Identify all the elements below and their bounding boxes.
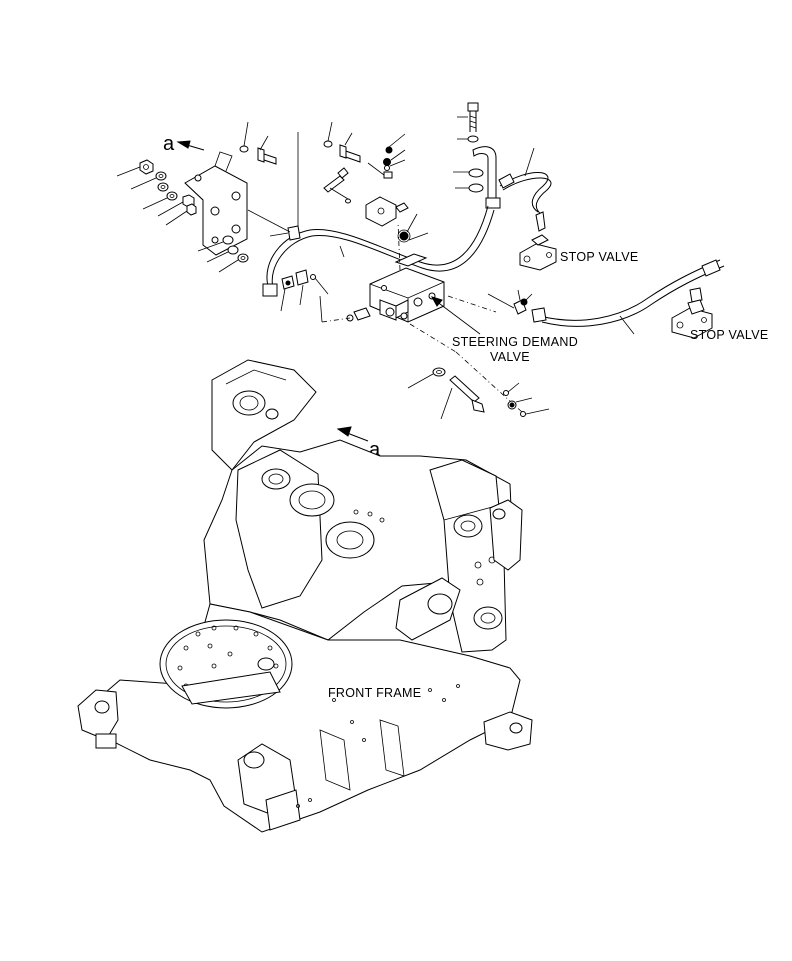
stop-valve-2: STOP VALVE — [671, 287, 769, 342]
bracket-hardware-left — [116, 159, 249, 273]
hose-to-stop-valve-1 — [498, 147, 552, 215]
tee-block — [365, 196, 409, 227]
mounting-bracket-plate — [184, 151, 248, 256]
washer-4 — [197, 235, 234, 252]
hose-to-stop-valve-2 — [487, 259, 725, 335]
hose-main-upper — [262, 205, 495, 297]
steering-demand-label-line1: STEERING DEMAND — [452, 335, 578, 349]
fitting-5 — [280, 275, 295, 312]
steering-demand-leader: STEERING DEMAND VALVE — [430, 296, 578, 364]
bolt-upper-center — [323, 121, 361, 163]
front-frame-label: FRONT FRAME — [328, 686, 421, 700]
front-frame — [77, 359, 533, 833]
nut-3 — [165, 203, 197, 226]
washer-1 — [130, 171, 167, 190]
bolt-bracket-top — [239, 121, 277, 165]
stop-valve-1-label: STOP VALVE — [560, 250, 639, 264]
stop-valve-2-label: STOP VALVE — [690, 328, 769, 342]
nut-1 — [116, 159, 154, 177]
steering-demand-label-line2: VALVE — [490, 350, 530, 364]
fitting-3 — [367, 162, 393, 179]
fitting-2 — [383, 149, 406, 171]
long-bolt-lower — [407, 367, 485, 420]
reference-arrow-a-top: a — [163, 133, 205, 155]
bolt-mid-center — [323, 167, 351, 204]
washer-2 — [157, 182, 169, 192]
fittings-lower-right — [503, 382, 550, 417]
reference-letter-a-top: a — [163, 133, 175, 155]
fitting-1 — [385, 133, 406, 154]
upright-bolt-clamp — [453, 102, 501, 209]
washer-3 — [142, 191, 178, 210]
steering-demand-valve — [319, 253, 445, 323]
washer-6 — [218, 253, 249, 273]
fittings-lower-left — [280, 269, 329, 312]
center-lines — [397, 221, 523, 413]
fitting-4 — [397, 213, 429, 243]
washer-5 — [206, 245, 239, 263]
fitting-7 — [310, 274, 329, 295]
hose-clamp-left — [247, 132, 301, 241]
stop-valve-1: STOP VALVE — [519, 211, 639, 271]
fitting-6 — [295, 269, 309, 306]
hose-fittings-right — [487, 289, 547, 323]
fittings-top-center — [365, 133, 429, 243]
